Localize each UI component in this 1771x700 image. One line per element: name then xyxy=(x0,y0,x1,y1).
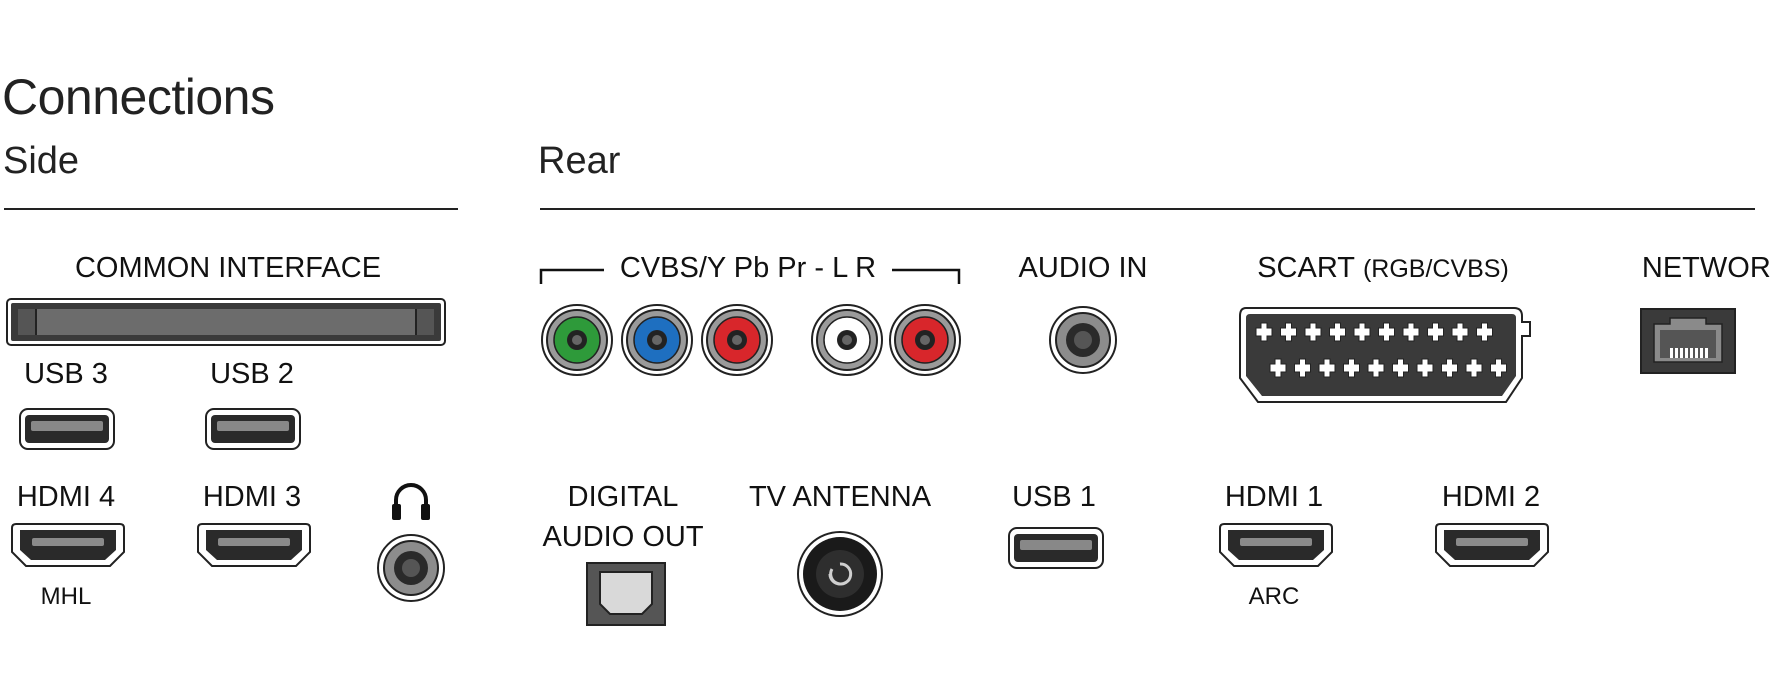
usb2-port xyxy=(205,408,301,450)
scart-sub-label: (RGB/CVBS) xyxy=(1362,255,1509,283)
common-interface-label: COMMON INTERFACE xyxy=(74,252,382,284)
section-rear-heading: Rear xyxy=(538,140,621,182)
rca-white-jack-l xyxy=(811,304,883,376)
usb3-label: USB 3 xyxy=(24,358,108,390)
network-label: NETWORK xyxy=(1641,252,1771,284)
hdmi1-label: HDMI 1 xyxy=(1224,481,1324,513)
scart-pin xyxy=(1294,358,1311,378)
usb1-label: USB 1 xyxy=(1012,481,1096,513)
headphone-jack-port xyxy=(377,534,445,602)
headphones-icon xyxy=(392,483,430,520)
scart-pin xyxy=(1353,322,1371,342)
section-side-heading: Side xyxy=(3,140,80,182)
usb1-port xyxy=(1008,527,1104,569)
scart-pin xyxy=(1392,358,1409,378)
scart-pin xyxy=(1255,322,1273,342)
scart-pin xyxy=(1343,358,1360,378)
page-title: Connections xyxy=(2,69,275,125)
scart-pin xyxy=(1280,322,1297,342)
digital-audio-out-label-line2: AUDIO OUT xyxy=(542,521,704,553)
scart-pin xyxy=(1378,322,1395,342)
optical-audio-port xyxy=(586,562,666,626)
tv-antenna-label: TV ANTENNA xyxy=(748,481,932,513)
scart-label-group: SCART (RGB/CVBS) xyxy=(1257,254,1509,283)
hdmi3-label: HDMI 3 xyxy=(202,481,302,513)
rca-green-jack xyxy=(541,304,613,376)
scart-pin xyxy=(1402,322,1420,342)
audio-in-label: AUDIO IN xyxy=(1018,252,1148,284)
scart-pin xyxy=(1304,322,1322,342)
scart-pin xyxy=(1451,322,1469,342)
rca-red-jack-pr xyxy=(701,304,773,376)
scart-pin xyxy=(1476,322,1493,342)
digital-audio-out-label-line1: DIGITAL xyxy=(567,481,679,513)
rear-divider xyxy=(540,208,1755,210)
hdmi1-arc-label: ARC xyxy=(1248,583,1300,610)
hdmi4-mhl-label: MHL xyxy=(40,583,92,610)
hdmi1-port xyxy=(1219,523,1333,567)
scart-pin xyxy=(1490,358,1507,378)
ethernet-port xyxy=(1640,308,1736,374)
hdmi2-label: HDMI 2 xyxy=(1441,481,1541,513)
scart-pin xyxy=(1329,322,1346,342)
scart-pin xyxy=(1427,322,1444,342)
scart-pin xyxy=(1441,358,1458,378)
tv-antenna-port xyxy=(797,531,883,617)
scart-pin xyxy=(1269,358,1287,378)
scart-pin xyxy=(1465,358,1483,378)
usb2-label: USB 2 xyxy=(210,358,294,390)
audio-in-jack xyxy=(1049,306,1117,374)
component-input-label: CVBS/Y Pb Pr - L R xyxy=(619,252,877,284)
component-bracket xyxy=(539,268,961,284)
usb3-port xyxy=(19,408,115,450)
side-divider xyxy=(4,208,458,210)
scart-pin xyxy=(1416,358,1434,378)
scart-pin xyxy=(1318,358,1336,378)
hdmi2-port xyxy=(1435,523,1549,567)
scart-pin xyxy=(1367,358,1385,378)
hdmi4-port xyxy=(11,523,125,567)
rca-blue-jack xyxy=(621,304,693,376)
common-interface-slot xyxy=(6,298,446,346)
rca-red-jack-r xyxy=(889,304,961,376)
hdmi3-port xyxy=(197,523,311,567)
scart-label: SCART xyxy=(1257,252,1355,284)
scart-port xyxy=(1239,307,1531,403)
hdmi4-label: HDMI 4 xyxy=(16,481,116,513)
